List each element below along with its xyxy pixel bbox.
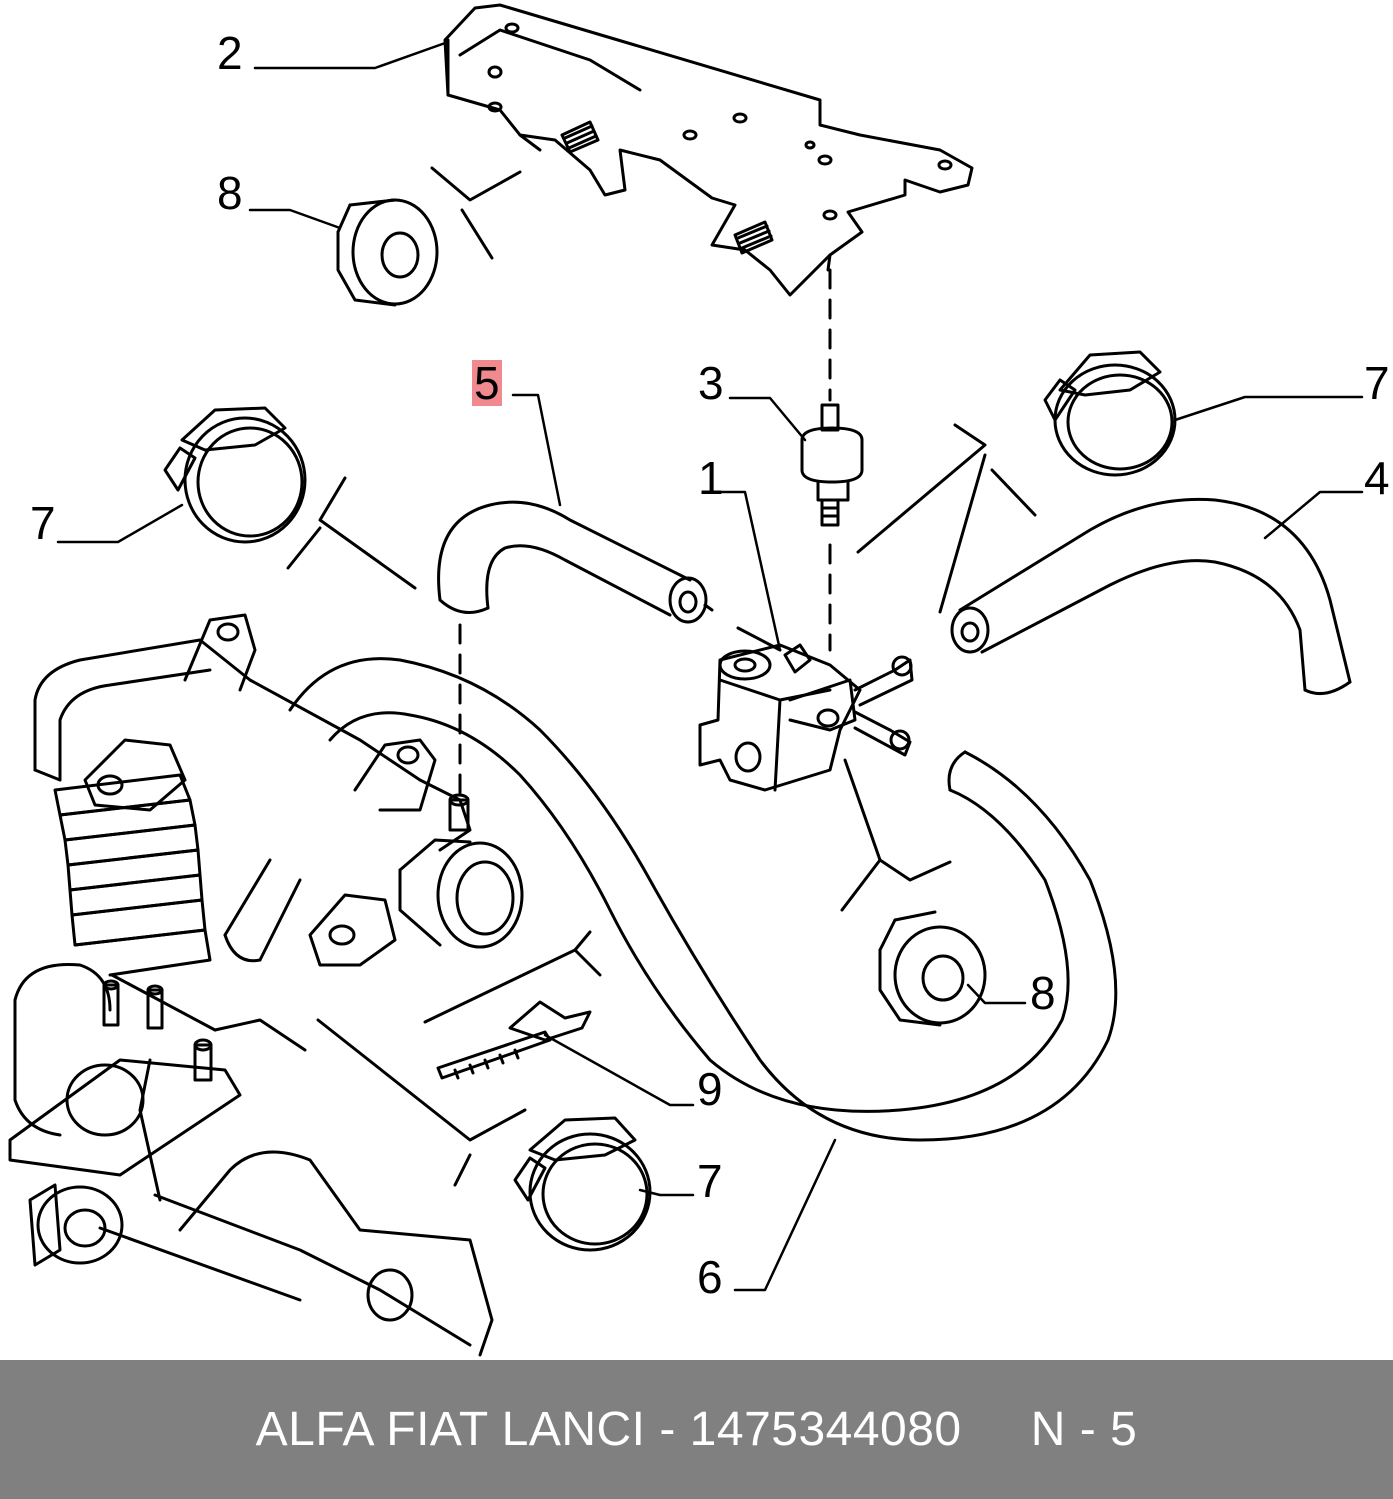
callout-6: 6 bbox=[697, 1251, 723, 1303]
grommet-part-8-top bbox=[338, 200, 437, 305]
grommet-part-8-lower bbox=[880, 912, 985, 1025]
callout-8-top: 8 bbox=[217, 167, 243, 219]
callout-1: 1 bbox=[698, 452, 724, 504]
hose-part-4 bbox=[952, 499, 1350, 693]
spacer-part-3 bbox=[802, 270, 862, 650]
callout-7-left: 7 bbox=[30, 497, 56, 549]
hose-part-5 bbox=[439, 502, 712, 800]
exploded-view-drawing bbox=[0, 0, 1393, 1360]
callout-7-top-right: 7 bbox=[1364, 357, 1390, 409]
hose-part-6 bbox=[290, 659, 1116, 1140]
callout-9: 9 bbox=[697, 1063, 723, 1115]
leader-lines bbox=[58, 42, 1362, 1290]
callout-3: 3 bbox=[698, 357, 724, 409]
callout-8-lower: 8 bbox=[1030, 967, 1056, 1019]
bracket-part-2 bbox=[445, 5, 972, 295]
callout-7-bottom: 7 bbox=[697, 1155, 723, 1207]
part-number-text: ALFA FIAT LANCI - 1475344080 N - 5 bbox=[255, 1403, 1138, 1456]
engine-intake-assembly bbox=[10, 615, 522, 1355]
solenoid-valve-part-1 bbox=[700, 628, 912, 790]
hose-clamp-part-7-left bbox=[165, 408, 305, 542]
callout-2: 2 bbox=[217, 27, 243, 79]
parts-diagram bbox=[0, 0, 1393, 1360]
callout-5-highlighted: 5 bbox=[472, 357, 502, 409]
callout-4: 4 bbox=[1364, 452, 1390, 504]
part-number-banner: ALFA FIAT LANCI - 1475344080 N - 5 bbox=[0, 1360, 1393, 1499]
hose-clamp-part-7-bottom bbox=[515, 1118, 650, 1250]
hose-clamp-part-7-top-right bbox=[1045, 352, 1175, 475]
cable-tie-part-9 bbox=[425, 932, 600, 1078]
